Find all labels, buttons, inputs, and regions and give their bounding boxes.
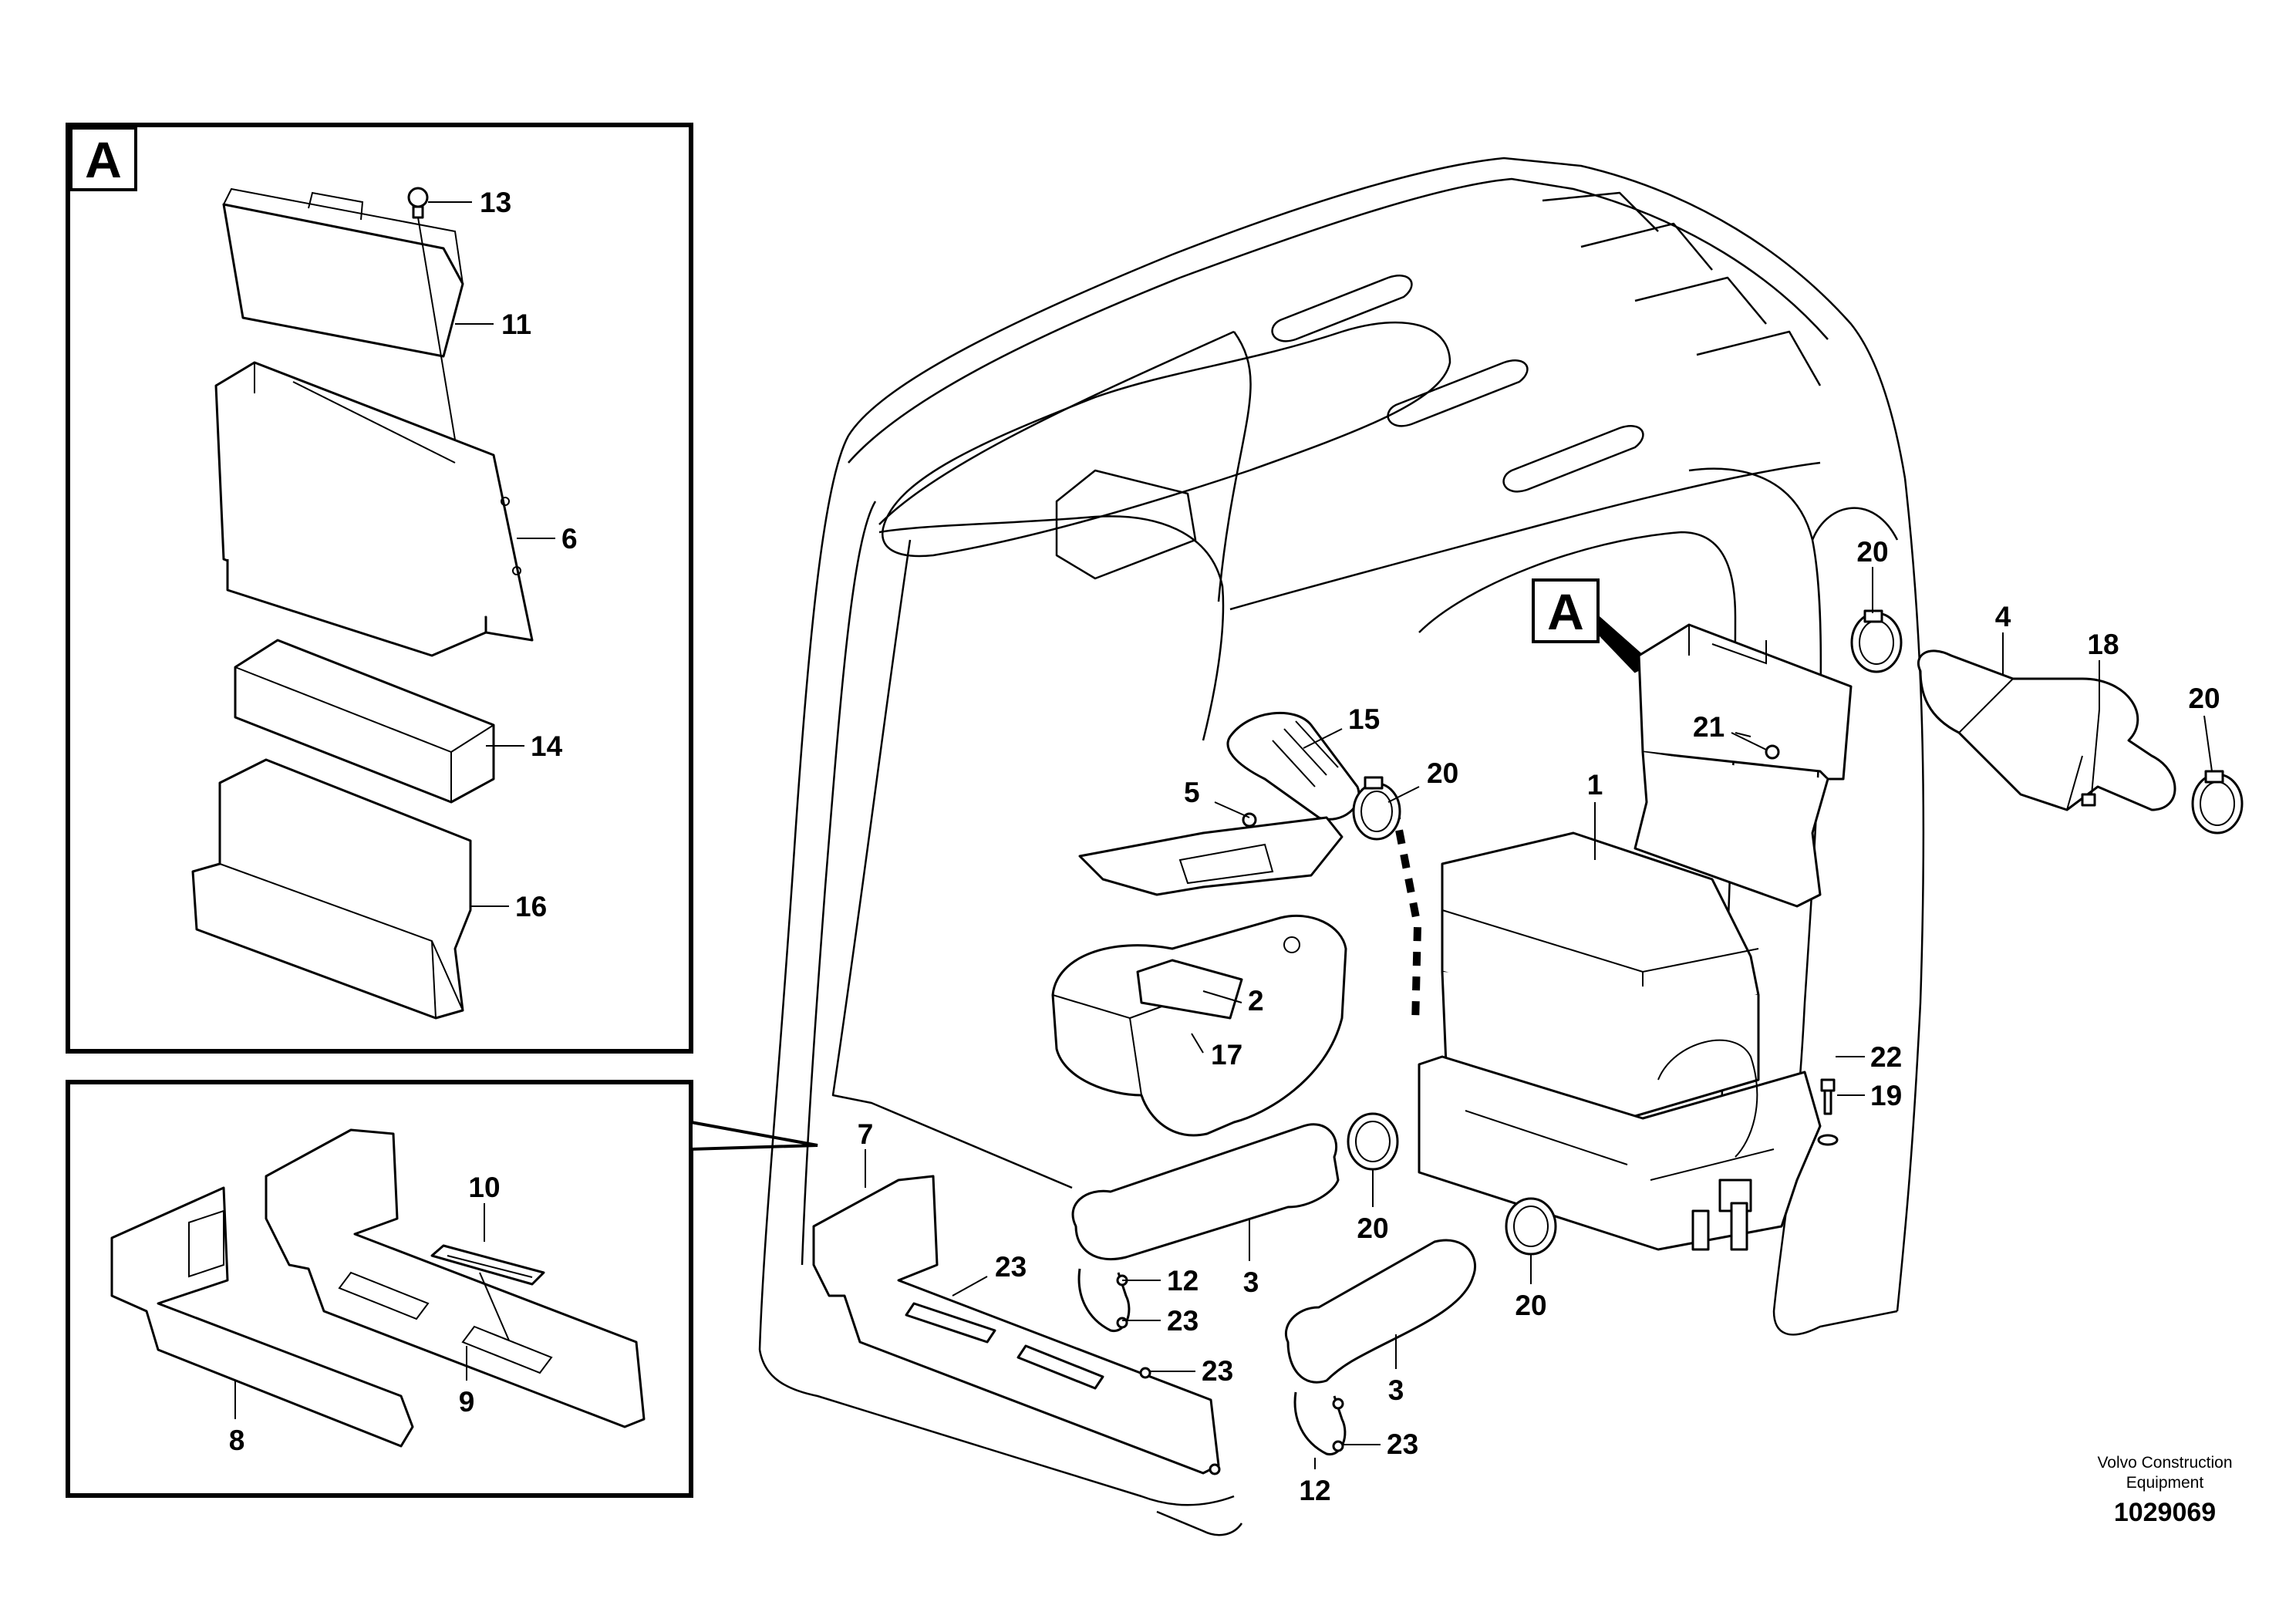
detail-pointer [689,1120,818,1152]
callout-23-b: 23 [995,1251,1027,1283]
callout-21: 21 [1693,711,1725,743]
part-14-filter [234,639,495,804]
part-6-filter-housing [214,361,534,657]
part-1-hvac-unit [1418,831,1822,1251]
callout-19: 19 [1870,1080,1902,1111]
view-a-ref-label: A [1547,583,1584,640]
view-a-callouts: 13 11 6 14 16 [428,187,578,922]
brand-line-1: Volvo Construction [2097,1454,2232,1472]
callout-20-b: 20 [1856,536,1888,568]
part-17-plenum [1051,914,1347,1137]
callout-13: 13 [480,187,511,218]
view-a-reference: A [1532,578,1654,673]
callout-20-e: 20 [1515,1290,1546,1321]
floor-duct-callouts: 10 8 9 [229,1172,501,1456]
part-13-knob [407,187,460,464]
callout-18: 18 [2087,629,2119,660]
part-19-washer [1817,1134,1839,1146]
part-20-clamp-c [2191,770,2244,835]
routing-dash [1391,805,1422,1027]
part-7-floor-duct [812,1175,1221,1475]
callout-17: 17 [1211,1039,1242,1071]
callout-20-a: 20 [1427,757,1458,789]
callout-11: 11 [501,309,531,340]
callout-15: 15 [1348,703,1380,735]
callout-3-a: 3 [1243,1266,1259,1298]
main-callouts: 1 2 17 5 15 20 21 20 4 18 20 22 19 7 20 … [858,536,2220,1506]
view-a-ref-arrow [1596,613,1654,673]
footer: Volvo Construction Equipment 1029069 [2097,1454,2232,1527]
part-16-duct [191,758,472,1020]
part-4-duct [1917,649,2176,811]
callout-12-b: 12 [1299,1475,1330,1506]
callout-14: 14 [531,730,563,762]
part-3-hose-lower [1284,1239,1477,1384]
view-a-label: A [85,131,122,188]
callout-16: 16 [515,891,547,922]
callout-2: 2 [1248,985,1264,1017]
callout-6: 6 [561,523,578,555]
callout-8: 8 [229,1425,245,1456]
view-a-ref-box [1532,578,1600,643]
callout-7: 7 [858,1118,874,1150]
callout-1: 1 [1587,769,1603,801]
part-3-hose-upper [1071,1123,1340,1261]
part-12-clip-upper [1077,1268,1131,1332]
part-5-vent-plate [1078,812,1344,896]
callout-10: 10 [468,1172,500,1203]
callout-23-a: 23 [1167,1305,1199,1337]
part-10-vent-grille [430,1244,545,1286]
brand-line-2: Equipment [2126,1474,2204,1492]
view-a-label-box [69,126,137,191]
document-number: 1029069 [2114,1498,2216,1527]
cab-filter-housing [1633,623,1853,908]
detail-view-floor-ducts: 10 8 9 [66,1080,818,1498]
callout-12-a: 12 [1167,1265,1199,1297]
part-9-duct-panel [265,1128,646,1428]
part-8-duct-panel [110,1186,414,1448]
part-15-bellows [1226,711,1360,821]
callout-23-c: 23 [1202,1355,1233,1387]
callout-20-d: 20 [1357,1212,1388,1244]
callout-22: 22 [1870,1041,1902,1073]
callout-3-b: 3 [1388,1374,1404,1406]
part-12-clip-lower [1293,1391,1347,1455]
callout-9: 9 [459,1386,475,1418]
callout-5: 5 [1184,777,1200,808]
part-22-bolt [1820,1078,1836,1115]
part-2-cover [1136,959,1243,1020]
callout-4: 4 [1995,601,2011,632]
part-20-clamp-e [1505,1197,1557,1256]
callout-23-d: 23 [1387,1428,1418,1460]
part-20-clamp-a [1352,776,1401,841]
part-20-clamp-d [1347,1112,1399,1171]
callout-20-c: 20 [2188,683,2220,714]
part-11-lid [222,187,464,358]
part-20-clamp-b [1850,609,1903,673]
detail-view-a: A [66,123,693,1054]
